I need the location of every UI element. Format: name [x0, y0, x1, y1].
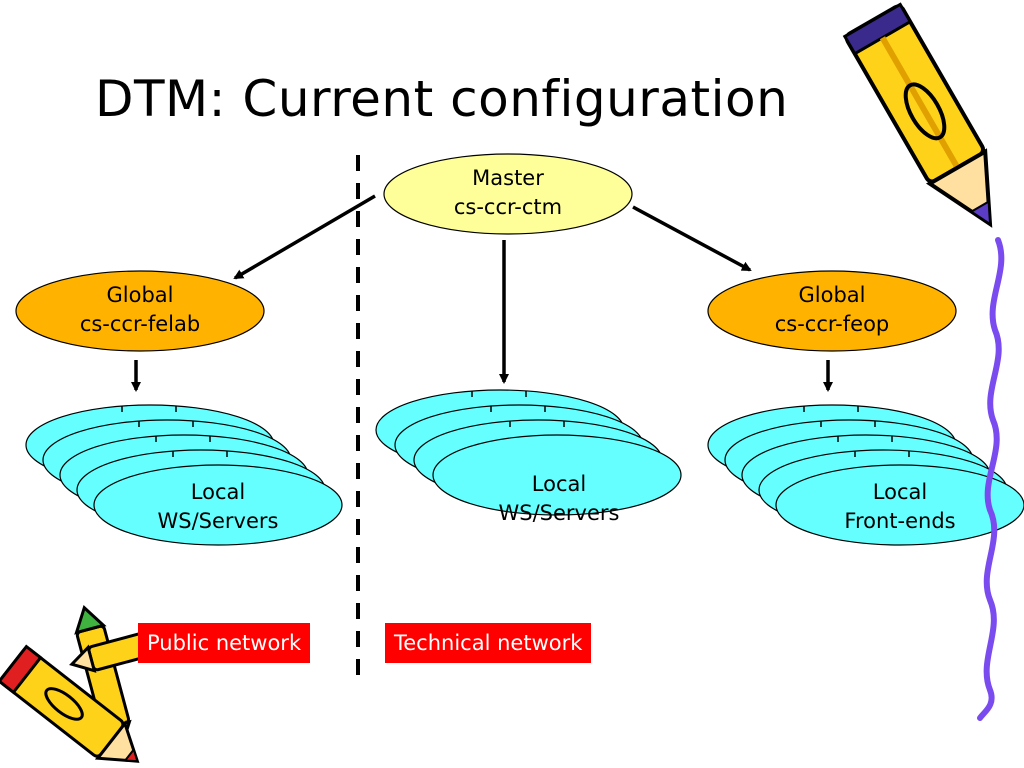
local-right-label: Local Front-ends	[800, 478, 1000, 536]
slide-title: DTM: Current configuration	[95, 70, 789, 128]
local-node-ellipse	[775, 464, 1024, 546]
master-label-line2: cs-ccr-ctm	[453, 195, 563, 219]
global-right-node	[707, 270, 957, 352]
local-node-ellipse	[432, 434, 682, 516]
local-center-label-line2: WS/Servers	[498, 501, 620, 525]
global-right-label-line1: Global	[798, 283, 866, 307]
global-left-label-line2: cs-ccr-felab	[79, 312, 201, 336]
arrow-master-to-global-right	[632, 205, 752, 272]
technical-network-tag: Technical network	[385, 623, 592, 663]
wavy-line-decoration	[977, 237, 1005, 721]
global-left-label: Global cs-ccr-felab	[40, 281, 240, 339]
local-node-ellipse	[93, 464, 343, 546]
global-left-label-line1: Global	[106, 283, 174, 307]
local-left-label: Local WS/Servers	[118, 478, 318, 536]
arrow-master-to-global-left	[233, 194, 376, 280]
local-left-label-line2: WS/Servers	[157, 509, 279, 533]
master-label-line1: Master	[472, 166, 544, 190]
local-stack-left	[25, 404, 343, 546]
local-center-label: Local WS/Servers	[459, 470, 659, 528]
master-label: Master cs-ccr-ctm	[408, 164, 608, 222]
local-right-label-line2: Front-ends	[844, 509, 956, 533]
local-stack-center	[375, 389, 682, 516]
global-left-node	[15, 270, 265, 352]
pencil-clipart-icon	[842, 2, 993, 228]
local-left-label-line1: Local	[190, 480, 246, 504]
master-node	[383, 153, 633, 235]
global-right-label: Global cs-ccr-feop	[732, 281, 932, 339]
public-network-tag: Public network	[138, 623, 311, 663]
local-stack-right	[707, 404, 1024, 546]
local-center-label-line1: Local	[531, 472, 587, 496]
local-right-label-line1: Local	[872, 480, 928, 504]
global-right-label-line2: cs-ccr-feop	[774, 312, 890, 336]
